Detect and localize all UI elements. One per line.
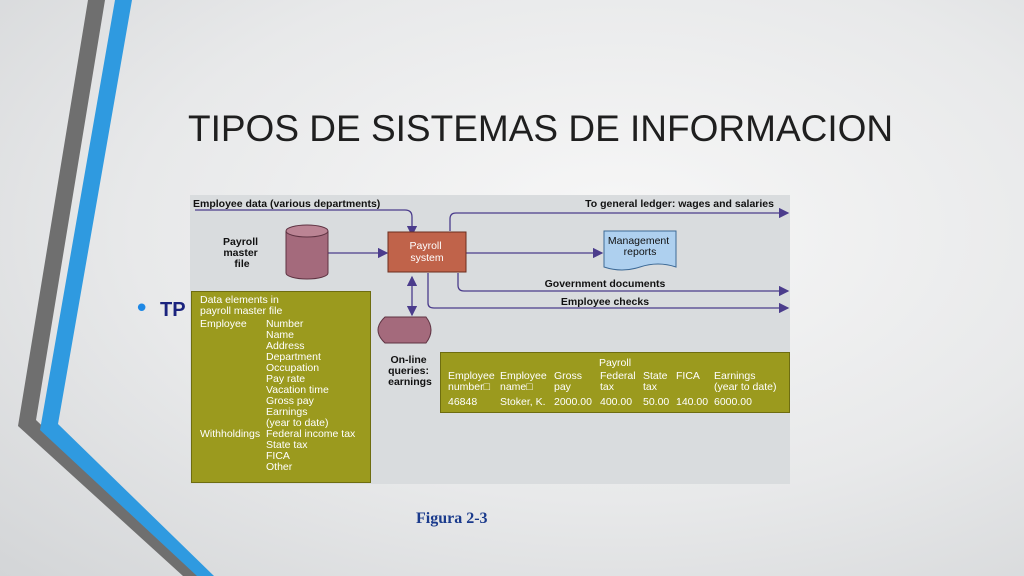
payroll-system-box: [387, 231, 467, 273]
column-value: 6000.00: [714, 396, 752, 408]
column-value: Stoker, K.: [500, 396, 546, 408]
online-queries-display: [377, 316, 432, 344]
column-header: FICA: [676, 370, 700, 382]
government-documents-label: Government documents: [545, 278, 666, 290]
column-header: tax: [600, 381, 615, 393]
employee-checks-arrow: [427, 273, 790, 314]
column-header: (year to date): [714, 381, 777, 393]
employee-field-group: Employee Number Name Address Department …: [200, 319, 362, 429]
field-item: Earnings: [266, 406, 308, 418]
figure-caption: Figura 2-3: [416, 510, 488, 527]
government-documents-arrow: [457, 273, 790, 297]
column-header: State: [643, 370, 668, 382]
general-ledger-label: To general ledger: wages and salaries: [585, 198, 774, 210]
field-group-label: Withholdings: [200, 428, 261, 440]
employee-checks-label: Employee checks: [561, 296, 649, 308]
column-header: tax: [643, 381, 658, 393]
field-item: Pay rate: [266, 373, 306, 385]
field-group-label: Employee: [200, 318, 247, 330]
payroll-column: Employee name□ Stoker, K.: [500, 371, 547, 408]
payroll-column: Federal tax 400.00: [600, 371, 636, 408]
field-item: Number: [266, 318, 304, 330]
column-value: 2000.00: [554, 396, 592, 408]
decor-blue-stripe: [40, 0, 214, 576]
employee-data-label: Employee data (various departments): [193, 198, 380, 210]
management-reports-document: [603, 230, 677, 271]
column-value: 400.00: [600, 396, 633, 408]
payroll-master-file-label: Payroll master file: [223, 236, 261, 270]
decor-gray-stripe: [18, 0, 200, 576]
slide-title: TIPOS DE SISTEMAS DE INFORMACION: [188, 108, 894, 149]
bullet-text: TP: [160, 299, 186, 321]
field-item: Federal income tax: [266, 428, 356, 440]
payroll-column: State tax 50.00: [643, 371, 669, 408]
payroll-column: Gross pay 2000.00: [554, 371, 592, 408]
payroll-column: Earnings (year to date) 6000.00: [714, 371, 776, 408]
payroll-system-label: Payroll system: [409, 240, 444, 264]
employee-data-arrow: [195, 209, 418, 237]
master-file-fields-panel: Data elements in payroll master file Emp…: [191, 291, 371, 483]
column-header: number□: [448, 381, 490, 393]
master-file-panel-title: Data elements in payroll master file: [200, 294, 283, 317]
general-ledger-arrow: [449, 207, 790, 231]
payroll-master-file-database: [285, 224, 329, 280]
online-queries-label: On-line queries: earnings: [388, 354, 432, 388]
payroll-column: Employee number□ 46848: [448, 371, 495, 408]
column-header: pay: [554, 381, 571, 393]
field-item: Gross pay: [266, 395, 314, 407]
field-item: FICA: [266, 450, 290, 462]
payroll-record-title: Payroll: [598, 357, 632, 369]
diagram-canvas: Employee data (various departments) To g…: [193, 198, 790, 388]
column-value: 46848: [448, 396, 478, 408]
management-reports-label: Management reports: [608, 235, 672, 258]
column-value: 140.00: [676, 396, 709, 408]
field-item: Name: [266, 329, 295, 341]
payroll-diagram: Employee data (various departments) To g…: [190, 195, 790, 484]
column-value: 50.00: [643, 396, 670, 408]
field-item: Other: [266, 461, 293, 473]
column-header: Federal: [600, 370, 636, 382]
column-header: Employee: [448, 370, 495, 382]
column-header: Gross: [554, 370, 583, 382]
column-header: name□: [500, 381, 533, 393]
column-header: Employee: [500, 370, 547, 382]
field-item: (year to date): [266, 417, 329, 429]
field-item: Occupation: [266, 362, 320, 374]
withholdings-field-group: Withholdings Federal income tax State ta…: [200, 429, 362, 473]
field-item: Department: [266, 351, 321, 363]
payroll-column: FICA 140.00: [676, 371, 708, 408]
column-header: Earnings: [714, 370, 756, 382]
field-item: Vacation time: [266, 384, 329, 396]
field-item: Address: [266, 340, 305, 352]
column-header: [676, 382, 708, 393]
field-item: State tax: [266, 439, 308, 451]
payroll-record-panel: Payroll Employee number□ 46848 Employee …: [440, 352, 790, 413]
bullet-dot-icon: •: [134, 294, 150, 324]
